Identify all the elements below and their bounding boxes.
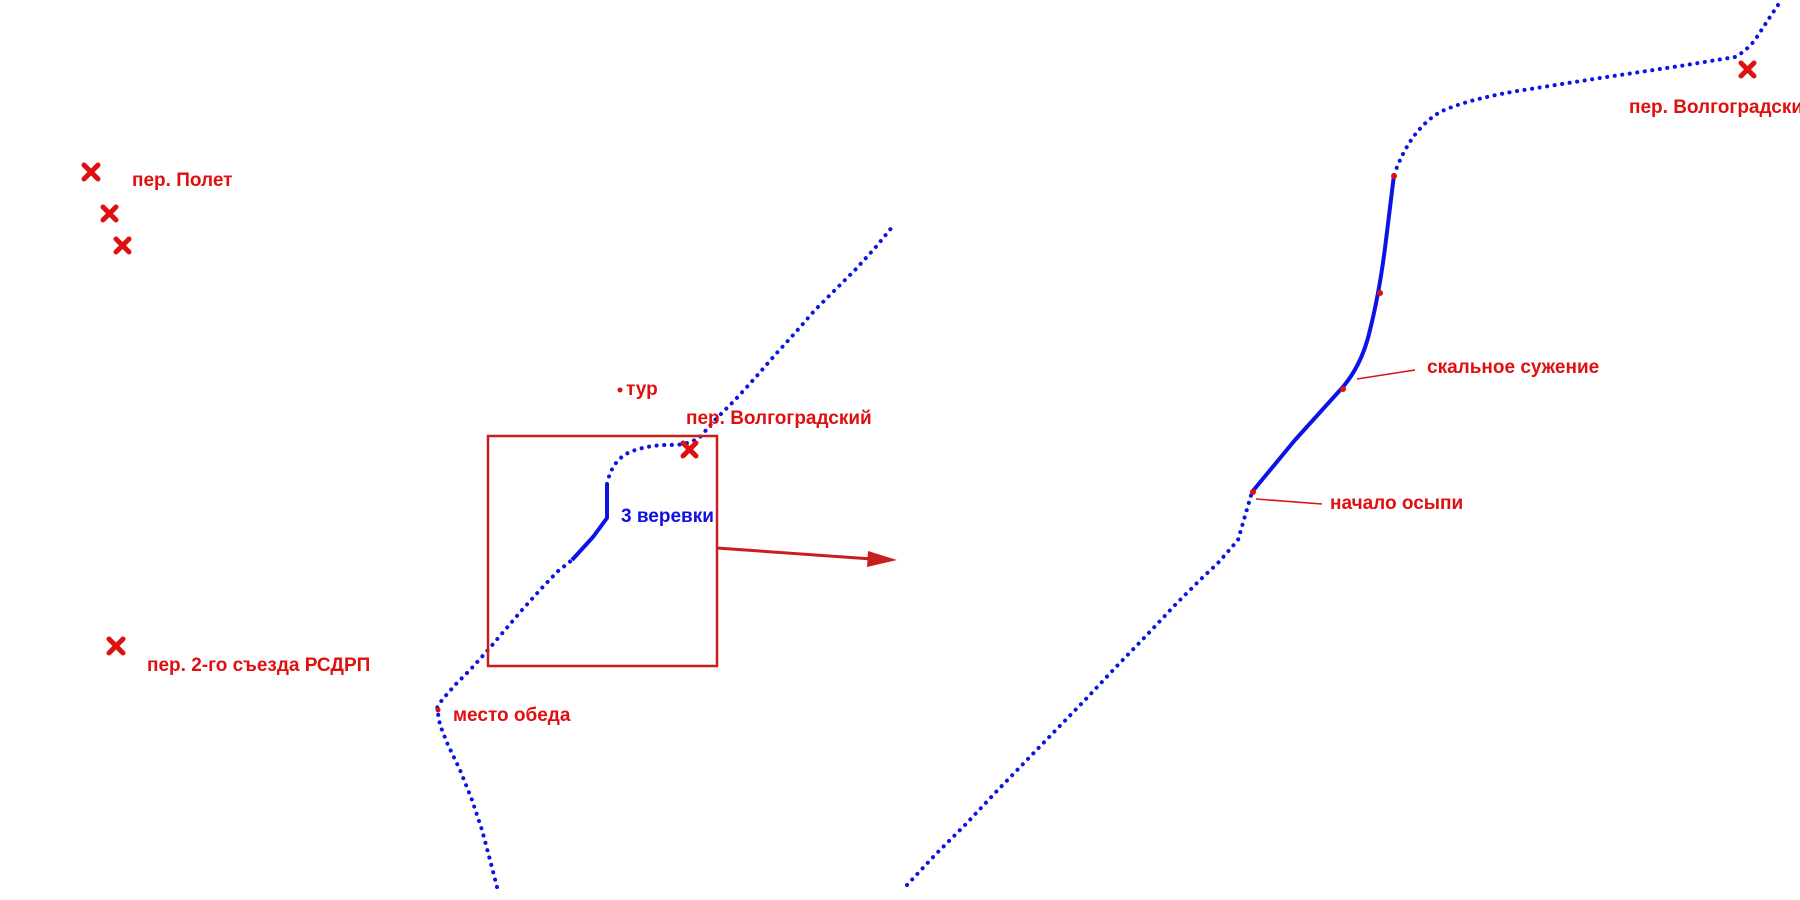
leader-scree-start <box>1255 498 1323 505</box>
label-rock-narrowing: скальное сужение <box>1427 357 1600 378</box>
label-scree-start: начало осыпи <box>1330 493 1464 514</box>
pass-cross-icon-2 <box>100 204 119 223</box>
pass-volgogradsky-overview-cross-icon <box>680 440 699 459</box>
waypoint-top-icon <box>1391 173 1397 179</box>
pass-cross-icon-3 <box>113 236 132 255</box>
label-tur: тур <box>626 379 658 400</box>
label-pass-volgogradsky-detail: пер. Волгоградски <box>1629 97 1800 118</box>
label-pass-volgogradsky-overview: пер. Волгоградский <box>686 408 872 429</box>
zoom-arrow-line <box>716 546 873 561</box>
pass-volgogradsky-detail-cross-icon <box>1738 60 1757 79</box>
pass-polet-cross-icon <box>81 162 101 182</box>
route-detail-solid-section <box>1250 173 1396 494</box>
leader-rock-narrowing <box>1356 369 1416 380</box>
route-overview-upper <box>605 224 895 486</box>
route-detail-lower <box>905 490 1254 887</box>
route-overview-rope-section <box>570 484 609 562</box>
waypoint-scree-start-icon <box>1250 489 1256 495</box>
zoom-frame <box>486 434 719 668</box>
route-detail-upper <box>1392 0 1782 177</box>
label-pass-2nd-congress: пер. 2-го съезда РСДРП <box>147 655 371 676</box>
waypoint-tur-icon <box>617 387 623 393</box>
label-pass-polet: пер. Полет <box>132 170 233 191</box>
label-three-ropes: 3 веревки <box>621 506 714 527</box>
waypoint-mid-icon <box>1377 290 1383 296</box>
waypoint-lunch-icon <box>435 707 441 713</box>
waypoint-rock-narrowing-icon <box>1340 386 1346 392</box>
label-lunch-place: место обеда <box>453 705 571 726</box>
route-overview-lower <box>434 558 574 889</box>
zoom-arrow-head-icon <box>867 551 897 567</box>
pass-2nd-congress-cross-icon <box>106 636 126 656</box>
